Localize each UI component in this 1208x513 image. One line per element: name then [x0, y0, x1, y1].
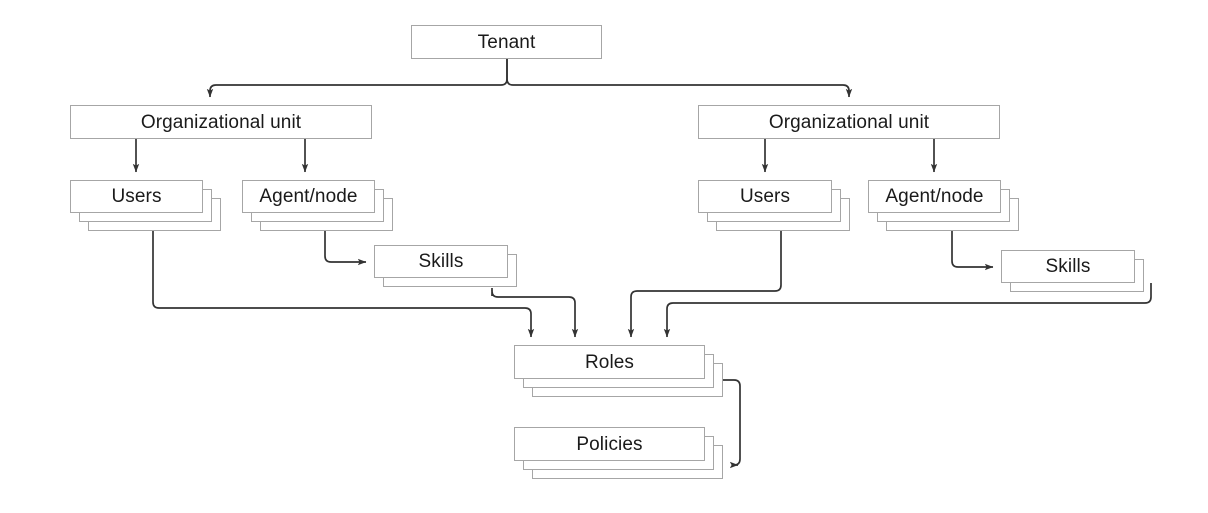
node-users-right-label: Users — [739, 186, 791, 207]
node-skills-right-face: Skills — [1001, 250, 1135, 283]
node-roles-label: Roles — [584, 351, 635, 373]
node-users-left-face: Users — [70, 180, 203, 213]
node-users-right-face: Users — [698, 180, 832, 213]
node-ou-left-label: Organizational unit — [140, 111, 302, 133]
edge-tenant-to-ou-left — [206, 59, 508, 98]
node-users-left-label: Users — [111, 186, 162, 207]
node-skills-left-label: Skills — [418, 251, 464, 272]
node-roles[interactable]: Roles — [514, 345, 734, 407]
node-policies[interactable]: Policies — [514, 427, 734, 489]
node-agent-left[interactable]: Agent/node — [242, 180, 402, 240]
node-skills-right-label: Skills — [1045, 256, 1091, 277]
node-skills-left-face: Skills — [374, 245, 508, 278]
node-agent-right-label: Agent/node — [885, 186, 984, 207]
node-policies-face: Policies — [514, 427, 705, 461]
node-ou-left[interactable]: Organizational unit — [70, 105, 372, 139]
node-agent-right[interactable]: Agent/node — [868, 180, 1028, 240]
edge-skills-left-to-roles — [491, 290, 579, 338]
node-users-right[interactable]: Users — [698, 180, 860, 240]
node-agent-right-face: Agent/node — [868, 180, 1001, 213]
node-ou-right-face: Organizational unit — [698, 105, 1000, 139]
edge-tenant-to-ou-right — [506, 59, 853, 98]
node-policies-label: Policies — [576, 433, 643, 455]
node-ou-right-label: Organizational unit — [768, 111, 930, 133]
node-agent-left-label: Agent/node — [259, 186, 358, 207]
node-tenant-face: Tenant — [411, 25, 602, 59]
node-skills-left[interactable]: Skills — [374, 245, 526, 297]
node-ou-left-face: Organizational unit — [70, 105, 372, 139]
edge-users-right-to-roles — [627, 231, 782, 338]
node-tenant[interactable]: Tenant — [411, 25, 602, 59]
node-ou-right[interactable]: Organizational unit — [698, 105, 1000, 139]
node-skills-right[interactable]: Skills — [1001, 250, 1153, 302]
node-roles-face: Roles — [514, 345, 705, 379]
node-agent-left-face: Agent/node — [242, 180, 375, 213]
node-tenant-label: Tenant — [477, 31, 536, 53]
node-users-left[interactable]: Users — [70, 180, 230, 240]
